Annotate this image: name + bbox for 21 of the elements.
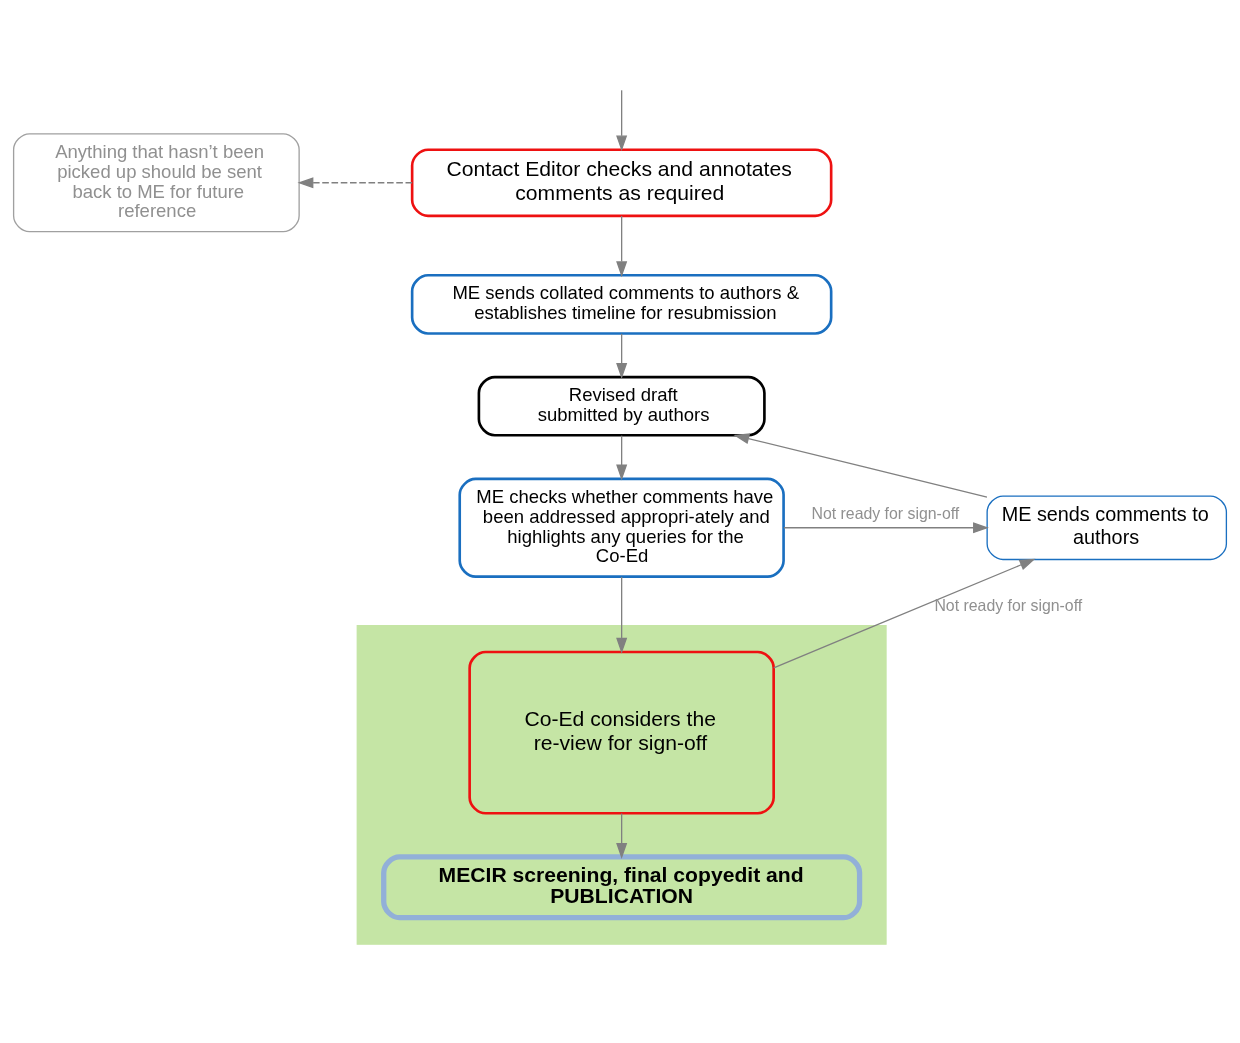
- node-box: MECIR screening, final copyedit and PUBLICATION: [381, 853, 863, 920]
- node-box: Co-Ed considers the re-view for sign-off: [468, 650, 775, 815]
- node-box: Revised draft submitted by authors: [477, 375, 766, 437]
- arrow: [297, 176, 413, 188]
- arrow: [773, 558, 1036, 669]
- arrow: [616, 214, 628, 277]
- node-box: ME sends collated comments to authors & establishes timeline for resubmission: [410, 273, 833, 335]
- edge-label: Not ready for sign-off: [934, 596, 1083, 614]
- arrow: [616, 332, 628, 379]
- arrow: [616, 812, 628, 859]
- node-box: Anything that hasn’t been picked up should be sent back to ME for future reference: [12, 132, 300, 232]
- arrow: [733, 432, 988, 498]
- cluster: [356, 624, 887, 945]
- arrow: [616, 575, 628, 654]
- arrow: [783, 521, 989, 533]
- arrow: [616, 434, 628, 480]
- edge-label: Not ready for sign-off: [811, 504, 960, 522]
- node-box: ME checks whether comments have been addressed appropri-ately and highlights any queries for the Co-Ed: [458, 477, 785, 578]
- arrow: [616, 89, 628, 151]
- node-box: ME sends comments to authors: [986, 494, 1228, 560]
- node-box: Contact Editor checks and annotates comments as required: [410, 147, 833, 217]
